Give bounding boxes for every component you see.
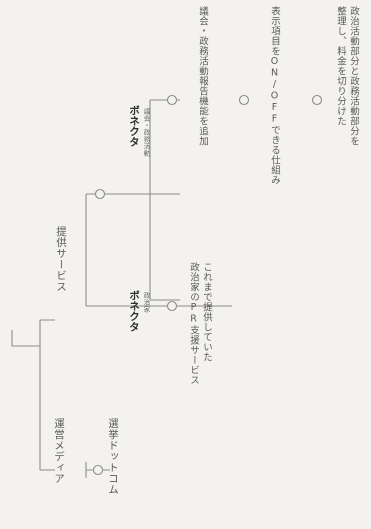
service1-node — [166, 300, 178, 312]
service2-node-2 — [238, 94, 250, 106]
service2-branch — [100, 99, 180, 301]
media-label: 運営メディア — [53, 418, 65, 484]
service2-node-1 — [166, 94, 178, 106]
services-label: 提供サービス — [55, 226, 67, 292]
services-branch — [40, 193, 100, 321]
service1-description: これまで提供していた 政治家のPR支援サービス — [188, 262, 212, 385]
media-node — [92, 464, 104, 476]
service2-sub: 議会・政務活動 — [142, 108, 150, 157]
service2-node-3 — [311, 94, 323, 106]
services-node — [94, 188, 106, 200]
service2-point-2: 表示項目をON/OFFできる仕組み — [269, 6, 280, 185]
service1-brand: ボネクタ — [128, 290, 140, 332]
root-branch — [11, 320, 41, 470]
service2-brand: ボネクタ — [128, 105, 140, 147]
service2-point-1: 議会・政務活動報告機能を追加 — [197, 6, 208, 146]
media-site: 選挙ドットコム — [107, 418, 119, 495]
service1-sub: 政治家 — [142, 292, 150, 313]
service2-point-3: 政治活動部分と政務活動部分を 整理し、料金を切り分けた — [335, 6, 359, 146]
